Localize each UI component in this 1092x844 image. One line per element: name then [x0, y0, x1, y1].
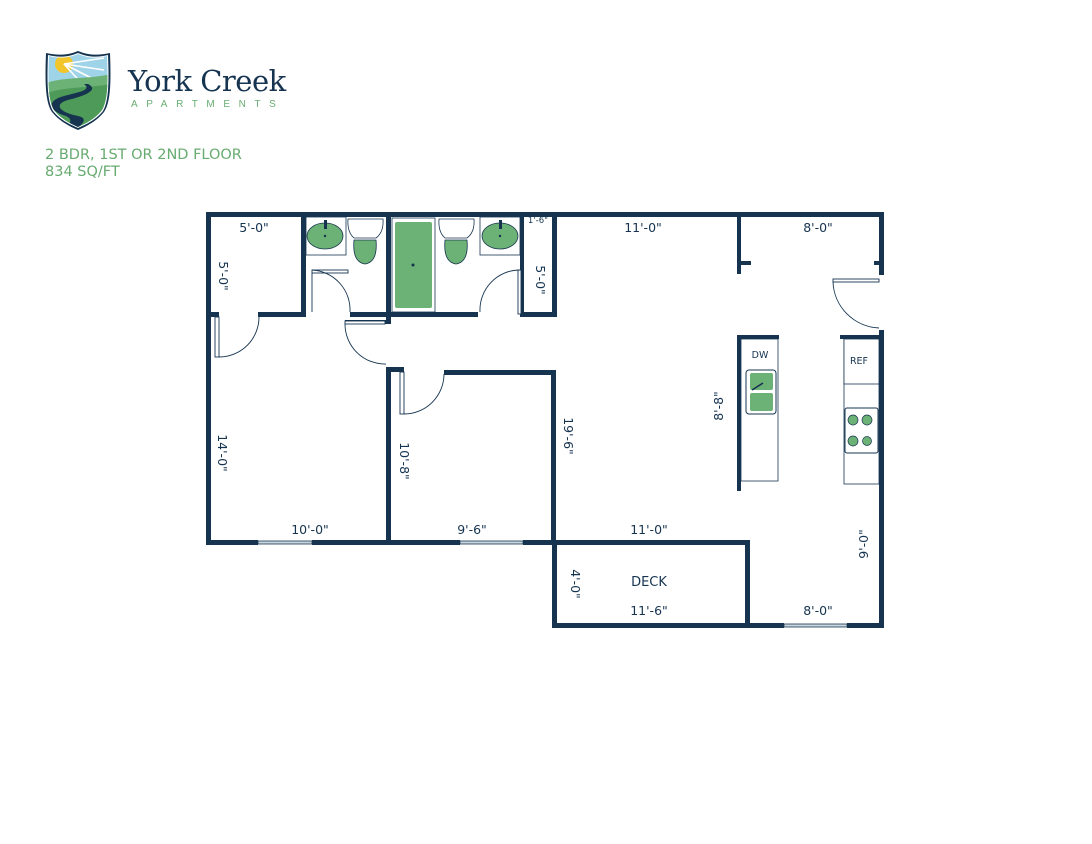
dim-bedroom2-width: 9'-6"	[457, 522, 487, 537]
dim-living-depth: 19'-6"	[561, 417, 576, 455]
dim-living-width-bottom: 11'-0"	[630, 522, 668, 537]
kitchen-island	[740, 338, 779, 482]
bath1-fixtures	[305, 216, 384, 265]
stove-burners-icon	[847, 414, 873, 447]
kitchen-counter	[843, 338, 880, 485]
dim-closet-depth: 5'-0"	[216, 261, 231, 291]
refrigerator-label: REF	[850, 356, 868, 367]
dim-dining-depth: 9'-0"	[856, 529, 871, 559]
dimension-labels: 5'-0" 5'-0" 1'-6" 5'-0" 11'-0" 8'-0" 14'…	[215, 216, 871, 618]
dim-deck-width: 11'-6"	[630, 603, 668, 618]
dishwasher-label: DW	[752, 350, 769, 361]
dim-dining-width: 8'-0"	[803, 603, 833, 618]
stove	[844, 407, 879, 454]
unit-type: 2 BDR, 1ST OR 2ND FLOOR	[45, 147, 242, 163]
unit-info: 2 BDR, 1ST OR 2ND FLOOR 834 SQ/FT	[45, 147, 242, 181]
bath2-fixtures	[391, 216, 521, 313]
dim-island-length: 8'-8"	[711, 391, 726, 421]
faucet-icon	[751, 382, 764, 391]
dim-kitchen-width: 8'-0"	[803, 220, 833, 235]
dim-bedroom1-depth: 14'-0"	[215, 434, 230, 472]
dim-closet-width: 5'-0"	[239, 220, 269, 235]
deck-label: DECK	[631, 575, 667, 590]
refrigerator	[843, 338, 880, 385]
brand-subtitle: APARTMENTS	[131, 99, 285, 110]
brand-name: York Creek	[128, 64, 286, 98]
shield-logo-icon	[45, 51, 111, 130]
unit-area: 834 SQ/FT	[45, 164, 120, 180]
doors	[214, 269, 880, 415]
dim-bedroom1-width: 10'-0"	[291, 522, 329, 537]
dim-bath-closet-width: 1'-6"	[528, 216, 548, 226]
dim-bath2-depth: 5'-0"	[533, 265, 548, 295]
windows	[257, 540, 848, 628]
logo	[44, 50, 112, 135]
dim-bedroom2-depth: 10'-8"	[397, 442, 412, 480]
dim-living-width-top: 11'-0"	[624, 220, 662, 235]
dim-deck-depth: 4'-0"	[568, 569, 583, 599]
walls	[206, 212, 884, 628]
